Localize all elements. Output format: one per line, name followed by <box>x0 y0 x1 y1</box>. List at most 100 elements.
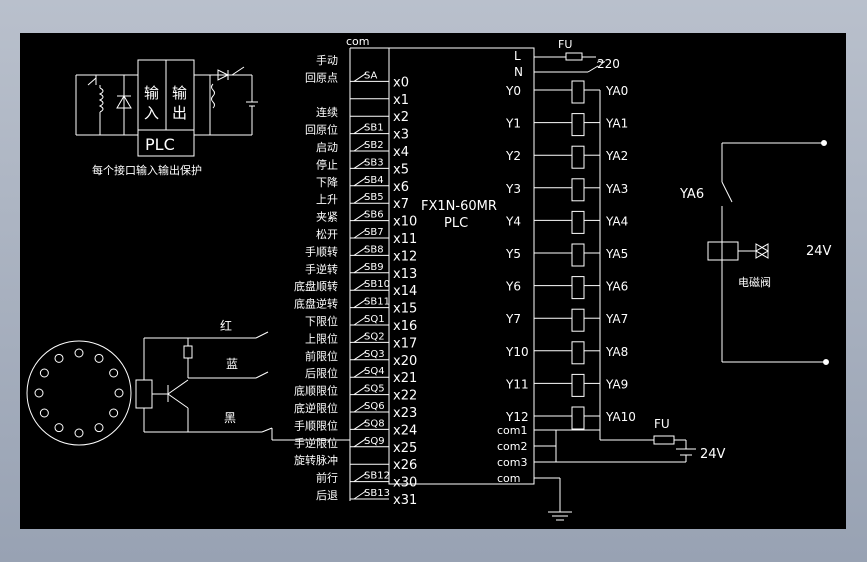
input-port: x22 <box>393 389 417 404</box>
output-coil <box>571 210 585 234</box>
contact-label: SQ4 <box>364 366 385 377</box>
contact-switch <box>353 281 367 291</box>
contact-switch <box>353 264 367 274</box>
input-port: x20 <box>393 354 417 369</box>
input-label: 夹紧 <box>316 211 338 224</box>
contact-label: SB11 <box>364 297 390 308</box>
output-port: Y11 <box>505 377 529 391</box>
input-label: 手顺限位 <box>294 418 338 432</box>
input-port: x11 <box>393 232 417 247</box>
contact-label: SB5 <box>364 192 384 203</box>
output-coil <box>571 276 585 300</box>
input-port: x14 <box>393 284 417 299</box>
input-port: x7 <box>393 197 409 212</box>
valve-contact-label: YA6 <box>679 187 704 202</box>
contact-label: SA <box>364 70 378 81</box>
contact-switch <box>353 142 367 152</box>
input-label: 下限位 <box>305 314 338 328</box>
input-port: x24 <box>393 423 417 438</box>
output-coil <box>571 308 585 332</box>
com2-label: com2 <box>497 440 528 453</box>
dc-supply-circuit <box>534 410 696 521</box>
input-row: 手动 <box>316 53 338 67</box>
output-text-top: 输 <box>172 84 187 102</box>
output-coil <box>571 113 585 137</box>
input-port: x26 <box>393 458 417 473</box>
encoder-hole <box>54 423 64 433</box>
output-row: Y11 YA9 <box>505 373 628 397</box>
contact-label: SB7 <box>364 227 384 238</box>
fuse-220-label: FU <box>558 38 572 51</box>
contact-label: SQ8 <box>364 418 385 429</box>
output-row: Y4 YA4 <box>505 210 628 234</box>
coil-label: YA1 <box>605 117 628 131</box>
contact-switch <box>353 194 367 204</box>
plc-box <box>388 47 535 485</box>
coil-label: YA4 <box>605 214 628 228</box>
output-coil <box>571 178 585 202</box>
output-port: Y0 <box>505 84 521 98</box>
contact-switch <box>353 72 367 82</box>
input-label: 连续 <box>316 105 338 119</box>
output-coil <box>571 341 585 365</box>
dc-voltage-label: 24V <box>700 447 726 462</box>
input-port: x4 <box>393 145 409 160</box>
input-label: 回原点 <box>305 71 338 84</box>
contact-switch <box>353 333 367 343</box>
svg-text:~: ~ <box>596 55 606 69</box>
output-coil <box>571 406 585 430</box>
output-port: Y4 <box>505 214 521 228</box>
coil-label: YA2 <box>605 149 628 163</box>
coil-label: YA10 <box>605 410 636 424</box>
coil-label: YA3 <box>605 182 628 196</box>
coil-label: YA9 <box>605 377 628 391</box>
plc-terminal-l: L <box>514 49 521 63</box>
input-label: 上升 <box>316 193 338 206</box>
input-label: 回原位 <box>305 123 338 137</box>
input-port: x13 <box>393 267 417 282</box>
drawing-area <box>20 33 846 529</box>
input-port: x31 <box>393 493 417 508</box>
output-port: Y7 <box>505 312 521 326</box>
input-port: x1 <box>393 93 409 108</box>
plc-name: PLC <box>444 216 468 231</box>
contact-switch <box>353 212 367 222</box>
input-row: 后限位 x21 SQ4 <box>305 366 417 386</box>
encoder-hole <box>74 348 84 358</box>
protection-plc-label: PLC <box>145 135 175 154</box>
coil-label: YA8 <box>605 345 628 359</box>
input-port: x21 <box>393 371 417 386</box>
input-label: 前行 <box>316 471 338 485</box>
input-label: 后限位 <box>305 366 338 380</box>
input-label: 前限位 <box>305 349 338 363</box>
output-port: Y3 <box>505 182 521 196</box>
contact-switch <box>353 420 367 430</box>
com-label: com <box>497 472 521 485</box>
encoder-hole <box>109 408 119 418</box>
contact-switch <box>353 229 367 239</box>
encoder-hole <box>114 388 124 398</box>
input-port: x16 <box>393 319 417 334</box>
contact-switch <box>353 177 367 187</box>
contact-label: SB10 <box>364 279 390 290</box>
